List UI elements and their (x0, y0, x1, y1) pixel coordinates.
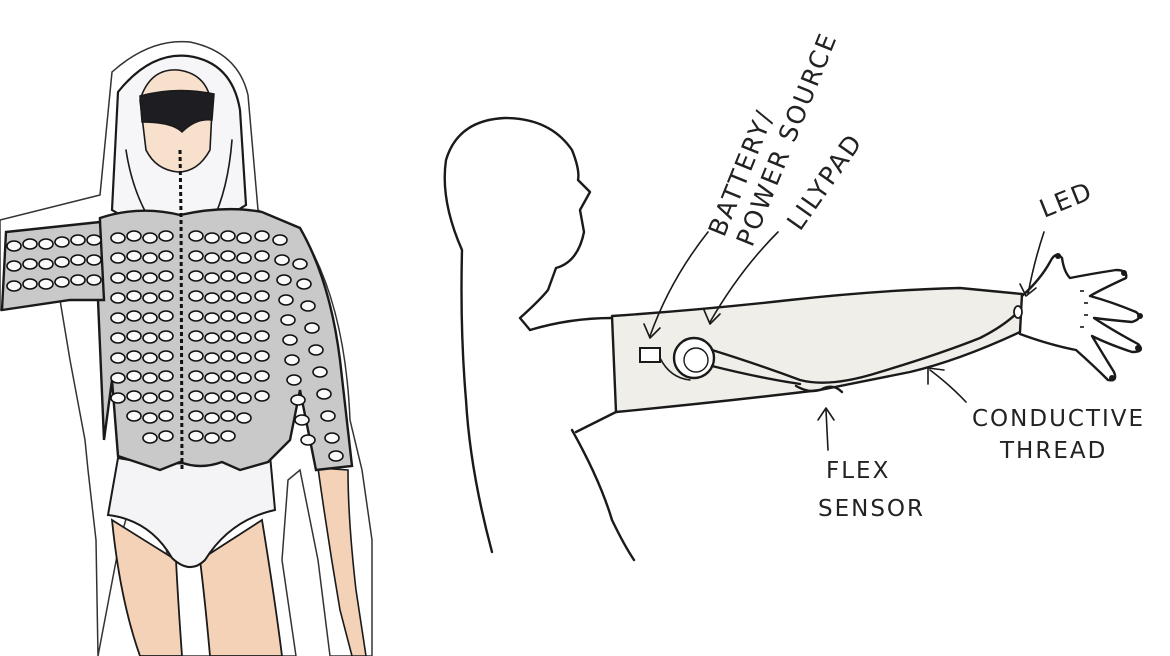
shoulder-line (530, 318, 612, 330)
arrow-led (1028, 232, 1044, 294)
sleeve (612, 288, 1022, 412)
label-led: LED (1035, 176, 1097, 223)
underarm-line (576, 412, 616, 432)
body-outline (445, 118, 590, 552)
label-sensor: SENSOR (818, 496, 925, 522)
wrist-led (1014, 306, 1022, 318)
arrow-conductive-thread (930, 370, 966, 402)
wearable-diagram: BATTERY/ POWER SOURCE LILYPAD LED CONDUC… (445, 28, 1145, 560)
arrow-flex-sensor (826, 410, 828, 450)
label-flex: FLEX (826, 458, 890, 484)
battery-component (640, 348, 660, 362)
fashion-illustration (0, 42, 372, 656)
lilypad-component (674, 338, 714, 378)
label-thread: THREAD (999, 438, 1107, 464)
label-conductive: CONDUCTIVE (972, 406, 1145, 432)
torso-line (572, 430, 634, 560)
led-dots (1080, 290, 1088, 328)
